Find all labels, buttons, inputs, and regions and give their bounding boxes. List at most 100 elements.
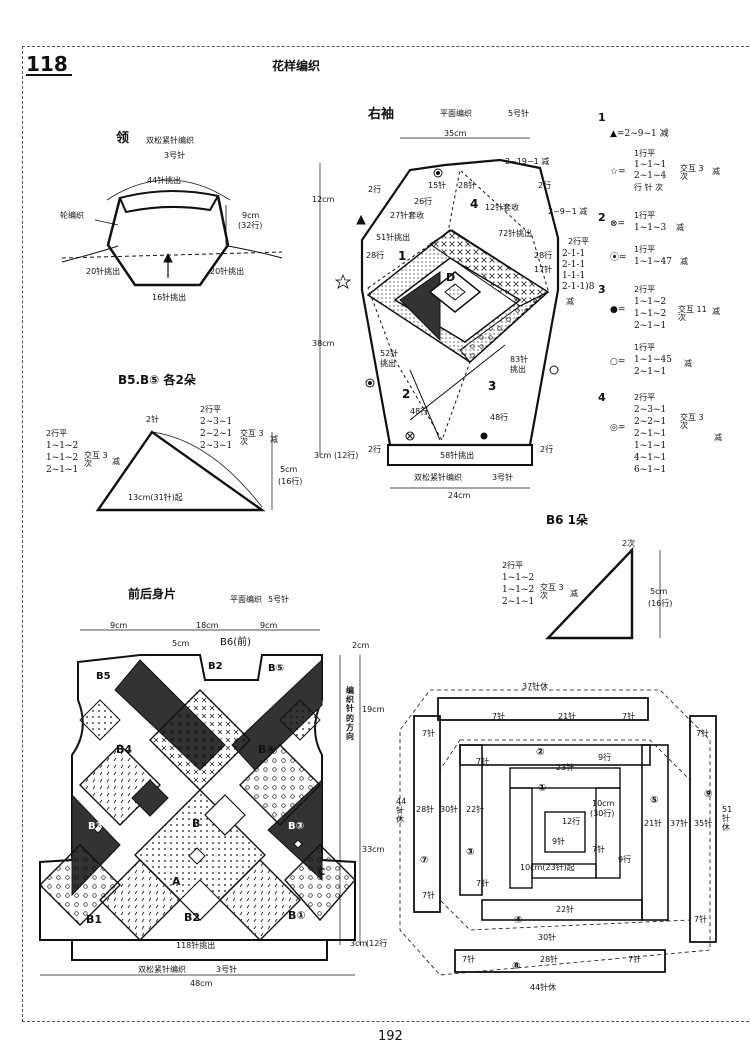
sleeve-label: 27针套收 [390,211,425,220]
legend-rule: ▲=2~9~1 减 [610,129,669,139]
legend-end: 减 [714,433,722,442]
b5-right-note: 交互 3次 [240,429,264,446]
square-label: 21针 [644,819,663,828]
sleeve-label: 2 [402,387,411,401]
body-direction-note: 编织针的方向 [346,686,354,741]
sleeve-label: 2行 [540,445,554,454]
body-block: B [192,817,201,830]
sleeve-h2: 38cm [312,339,335,348]
body-block: B⑤ [268,663,285,674]
sleeve-label: 52针 [380,349,399,358]
legend-row: 1行平 [634,343,656,352]
square-label: 35针 [694,819,713,828]
sleeve-label: 2~19~1 减 [505,157,550,166]
sleeve-label: 28针 [458,181,477,190]
square-top: 37针休 [522,682,549,691]
sleeve-label: 2行 [538,181,552,190]
collar-top-pickup: 44针挑出 [147,176,182,185]
b5-top: 2针 [146,415,160,424]
body-block: B4 [116,743,133,756]
legend-row: 2~3~1 [634,405,667,415]
legend-end: 减 [712,307,720,316]
body-needle: 5号针 [268,595,290,604]
legend-num: 3 [598,283,606,296]
square-label: 10cm [592,799,615,808]
body-block: B2 [184,911,201,924]
sleeve-label: 72针挑出 [498,229,533,238]
body-title: 前后身片 [128,587,177,601]
collar-diagram [61,179,283,287]
b5-left-end: 减 [112,457,120,466]
collar-left-pickup: 20针挑出 [86,267,121,276]
legend-row: 2~1~1 [634,321,667,331]
b5-right-end: 减 [270,435,278,444]
legend-row: 1行平 [634,149,656,158]
square-label: ③ [466,847,475,858]
sleeve-h1: 12cm [312,195,335,204]
legend-num: 2 [598,211,606,224]
b5-base: 13cm(31针)起 [128,493,183,502]
b6-row: 2行平 [502,561,524,570]
sleeve-label: 2~9~1 减 [548,207,588,216]
legend-row: 1~1~2 [634,309,667,319]
square-label: ⑤ [650,795,659,806]
square-label: 7针 [694,915,708,924]
legend-row: 1~1~1 [634,160,667,170]
body-block: B3 [88,821,103,832]
b5-right-row: 2~3~1 [200,441,233,451]
body-block: B1 [86,913,103,926]
square-label: 28针 [540,955,559,964]
square-label: 12行 [562,817,581,826]
square-label: 9行 [598,753,612,762]
sleeve-label: 83针 [510,355,529,364]
sleeve-label: 减 [566,297,574,306]
b6-title: B6 1朵 [546,513,589,527]
sleeve-handwritten: 1-1-1 [562,271,586,281]
page-title: 花样编织 [272,59,321,73]
sleeve-stitch: 平面编织 [440,109,472,118]
collar-height: 9cm [242,211,260,220]
legend-row: 6~1~1 [634,465,667,475]
collar-rows: (32行) [238,221,263,230]
legend-row: 2行平 [634,393,656,402]
body-block: B③ [288,821,305,832]
collar-right-pickup: 20针挑出 [210,267,245,276]
square-label: ② [536,747,545,758]
body-stitch: 平面编织 [230,595,262,604]
body-block: C [318,867,326,878]
b5-left-note: 交互 3次 [84,451,108,468]
body-hem-pickup: 118针挑出 [176,941,216,950]
sleeve-cuff-stitch: 双松紧针编织 [414,473,462,482]
square-label: 7针 [476,757,490,766]
body-h-top: 2cm [352,641,370,650]
page-number: 118 [26,52,68,76]
sleeve-h3-rows: (12行) [334,451,359,460]
body-hem-stitch: 双松紧针编织 [138,965,186,974]
body-h2: 33cm [362,845,385,854]
collar-bottom-pickup: 16针挑出 [152,293,187,302]
body-diagram [39,629,361,976]
sleeve-label: 2行 [368,185,382,194]
sleeve-label: 51针挑出 [376,233,411,242]
sleeve-label: 28行 [534,251,553,260]
legend-rule: ●= [610,305,626,315]
legend-rule: ○= [610,357,626,367]
sleeve-handwritten: 2-1-1)8 [562,282,595,292]
square-label: ① [538,783,547,794]
legend-row: 2~1~4 [634,171,667,181]
collar-rib-label: 轮编织 [60,211,84,220]
collar-title: 领 [116,131,130,146]
body-top-gap: 5cm [172,639,190,648]
sleeve-label: D [446,271,456,284]
b6-note: 交互 3次 [540,583,564,600]
body-w-left: 9cm [110,621,128,630]
page-number-underline [26,74,72,76]
b5-right-row: 2~3~1 [200,417,233,427]
b5-height-rows: (16行) [278,477,303,486]
legend-row: 1行平 [634,245,656,254]
legend-row: 4~1~1 [634,453,667,463]
square-label: 7针 [492,712,506,721]
b5-left-row: 1~1~2 [46,441,79,451]
body-block: B④ [258,743,276,756]
sleeve-label: 15针 [428,181,447,190]
